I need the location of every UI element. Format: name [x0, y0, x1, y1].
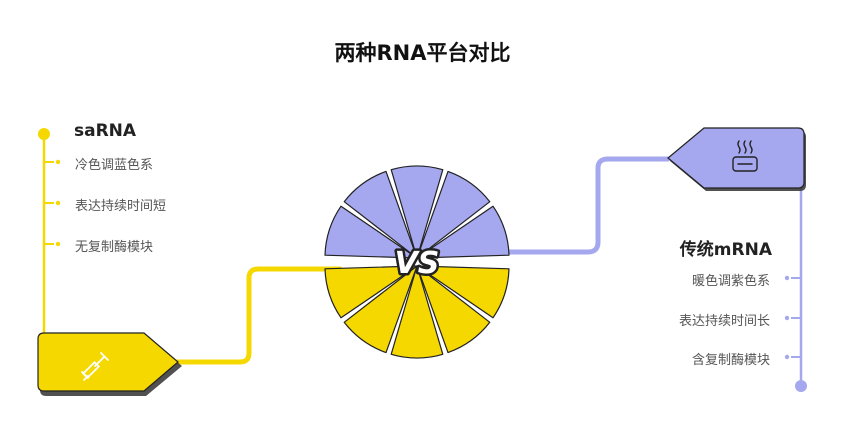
flower-petal-top — [390, 165, 444, 259]
left-heading: saRNA — [74, 121, 137, 141]
page-title: 两种RNA平台对比 — [334, 41, 511, 65]
flower-petal-bottom — [343, 265, 418, 354]
right-item: 表达持续时间长 — [678, 314, 770, 329]
left-connector — [172, 266, 343, 365]
vs-label: VS — [395, 246, 440, 281]
flower-petal-top — [416, 205, 510, 259]
right-timeline-end-dot — [795, 380, 807, 392]
right-connector — [495, 156, 671, 255]
right-item: 暖色调紫色系 — [691, 274, 770, 289]
warm-dish-icon — [732, 140, 758, 172]
vs-mark: VS VS — [392, 244, 442, 284]
flower-petal-top — [416, 170, 491, 259]
flower-petal-top — [343, 170, 418, 259]
flower-petal-bottom — [416, 265, 491, 354]
vs-label-outline: VS — [395, 246, 440, 281]
flower-petal-bottom — [324, 265, 418, 319]
left-timeline — [38, 128, 61, 350]
right-tag — [667, 127, 806, 191]
right-heading: 传统mRNA — [679, 240, 772, 260]
flower-petal-top — [324, 205, 418, 259]
center-vs-flower — [324, 165, 510, 359]
right-item: 含复制酶模块 — [691, 353, 770, 368]
right-timeline — [784, 188, 807, 392]
flower-petal-bottom — [416, 265, 510, 319]
flower-petal-bottom — [390, 265, 444, 359]
left-timeline-start-dot — [38, 128, 50, 140]
left-tag — [37, 332, 182, 396]
syringe-icon — [81, 352, 109, 381]
left-item: 冷色调蓝色系 — [75, 158, 154, 173]
left-item: 无复制酶模块 — [75, 240, 154, 255]
left-item: 表达持续时间短 — [75, 199, 167, 214]
